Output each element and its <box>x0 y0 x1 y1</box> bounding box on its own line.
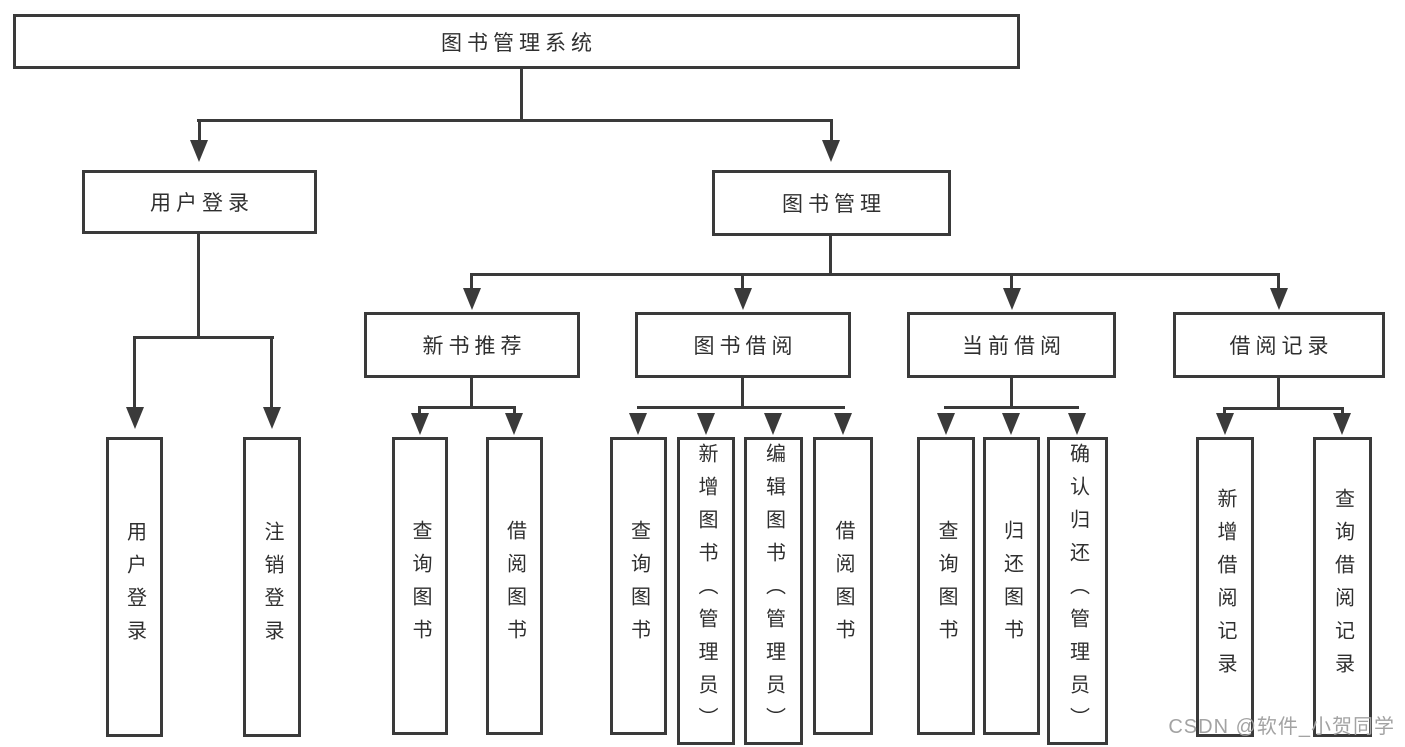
leaf-query-books-borrowing-label: 查询图书 <box>627 520 650 652</box>
node-borrow-records-label: 借阅记录 <box>1229 335 1334 358</box>
edge-user-login-stem <box>197 234 200 337</box>
leaf-query-borrow-record: 查询借阅记录 <box>1313 437 1372 737</box>
node-root: 图书管理系统 <box>13 14 1020 69</box>
arrow-down-icon <box>734 288 752 310</box>
leaf-query-books-current: 查询图书 <box>917 437 975 735</box>
edge-root-rail <box>197 119 833 122</box>
leaf-confirm-return-admin: 确认归还（管理员） <box>1047 437 1108 745</box>
arrow-down-icon <box>629 413 647 435</box>
edge-stub-level2 <box>470 273 473 288</box>
edge-current-stem <box>1010 378 1013 407</box>
edge-book-mgmt-stem <box>829 236 832 274</box>
leaf-add-books-admin-label: 新增图书（管理员） <box>695 442 717 740</box>
node-current-borrowing: 当前借阅 <box>907 312 1116 378</box>
leaf-return-books: 归还图书 <box>983 437 1040 735</box>
arrow-down-icon <box>190 140 208 162</box>
leaf-logout: 注销登录 <box>243 437 301 737</box>
edge-stub-leaf <box>513 406 516 414</box>
edge-stub-leaf <box>270 336 273 409</box>
edge-level2-rail <box>470 273 1280 276</box>
arrow-down-icon <box>411 413 429 435</box>
leaf-query-books-recommend-label: 查询图书 <box>409 520 431 652</box>
node-new-book-recommend: 新书推荐 <box>364 312 580 378</box>
leaf-query-books-recommend: 查询图书 <box>392 437 448 735</box>
leaf-logout-label: 注销登录 <box>261 521 283 653</box>
edge-stub-level2 <box>741 273 744 288</box>
edge-records-rail <box>1223 407 1344 410</box>
leaf-borrow-books-recommend-label: 借阅图书 <box>503 520 526 652</box>
arrow-down-icon <box>1270 288 1288 310</box>
leaf-borrow-books-borrowing-label: 借阅图书 <box>832 520 854 652</box>
node-new-book-recommend-label: 新书推荐 <box>422 335 527 358</box>
edge-borrowing-stem <box>741 378 744 407</box>
node-root-label: 图书管理系统 <box>441 31 597 55</box>
node-user-login: 用户登录 <box>82 170 317 234</box>
node-current-borrowing-label: 当前借阅 <box>962 335 1066 358</box>
arrow-down-icon <box>126 407 144 429</box>
arrow-down-icon <box>1003 288 1021 310</box>
edge-stub-level2 <box>1010 273 1013 288</box>
node-book-borrowing-label: 图书借阅 <box>693 335 798 358</box>
arrow-down-icon <box>1216 413 1234 435</box>
leaf-edit-books-admin-label: 编辑图书（管理员） <box>762 442 785 740</box>
node-user-login-label: 用户登录 <box>150 192 254 215</box>
edge-stub-leaf <box>1223 407 1226 414</box>
arrow-down-icon <box>834 413 852 435</box>
leaf-add-books-admin: 新增图书（管理员） <box>677 437 735 745</box>
edge-stub-level2 <box>1277 273 1280 288</box>
edge-recommend-rail <box>418 406 516 409</box>
leaf-confirm-return-admin-label: 确认归还（管理员） <box>1066 442 1089 740</box>
edge-stub-book-mgmt <box>830 119 833 148</box>
leaf-borrow-books-recommend: 借阅图书 <box>486 437 543 735</box>
edge-recommend-stem <box>470 378 473 407</box>
arrow-down-icon <box>463 288 481 310</box>
node-borrow-records: 借阅记录 <box>1173 312 1385 378</box>
node-book-management: 图书管理 <box>712 170 951 236</box>
edge-user-login-rail <box>133 336 274 339</box>
arrow-down-icon <box>505 413 523 435</box>
arrow-down-icon <box>937 413 955 435</box>
leaf-query-books-borrowing: 查询图书 <box>610 437 667 735</box>
arrow-down-icon <box>263 407 281 429</box>
arrow-down-icon <box>822 140 840 162</box>
arrow-down-icon <box>1068 413 1086 435</box>
leaf-add-borrow-record-label: 新增借阅记录 <box>1214 488 1236 686</box>
leaf-return-books-label: 归还图书 <box>1000 520 1023 652</box>
edge-stub-leaf <box>133 336 136 409</box>
leaf-user-login-label: 用户登录 <box>123 521 146 653</box>
edge-records-stem <box>1277 378 1280 408</box>
leaf-user-login: 用户登录 <box>106 437 163 737</box>
leaf-add-borrow-record: 新增借阅记录 <box>1196 437 1254 737</box>
leaf-borrow-books-borrowing: 借阅图书 <box>813 437 873 735</box>
edge-stub-leaf <box>418 406 421 414</box>
edge-stub-user-login <box>198 119 201 148</box>
node-book-management-label: 图书管理 <box>782 193 886 216</box>
leaf-query-books-current-label: 查询图书 <box>935 520 957 652</box>
leaf-edit-books-admin: 编辑图书（管理员） <box>744 437 803 745</box>
edge-stub-leaf <box>1341 407 1344 414</box>
edge-borrowing-rail <box>637 406 845 409</box>
edge-root-stem <box>520 69 523 119</box>
leaf-query-borrow-record-label: 查询借阅记录 <box>1331 488 1354 686</box>
arrow-down-icon <box>697 413 715 435</box>
csdn-watermark: CSDN @软件_小贺同学 <box>1168 716 1395 738</box>
arrow-down-icon <box>1333 413 1351 435</box>
arrow-down-icon <box>764 413 782 435</box>
edge-current-rail <box>944 406 1079 409</box>
node-book-borrowing: 图书借阅 <box>635 312 851 378</box>
arrow-down-icon <box>1002 413 1020 435</box>
